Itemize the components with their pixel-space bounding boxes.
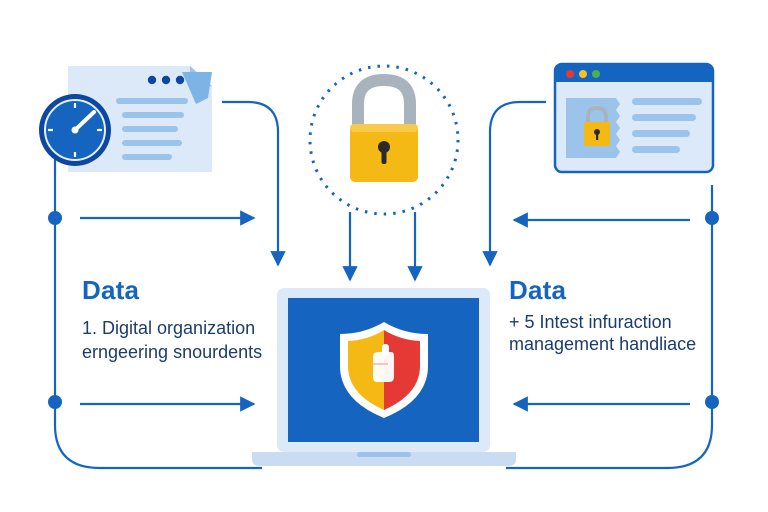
right-loop-connector [490,100,714,470]
right-panel-title: Data [509,275,567,305]
left-panel-line-2: erngeering snourdents [82,342,263,362]
right-node-top [705,211,719,225]
fist-icon [373,344,394,382]
left-node-top [48,211,62,225]
browser-window-icon [553,62,715,174]
right-node-bottom [705,395,719,409]
left-loop-connector [53,100,278,470]
right-panel-line-1: + 5 Intest infuraction [509,312,672,332]
left-panel-line-1: 1. Digital organization [82,318,256,338]
right-panel-line-2: management handliace [509,334,697,354]
shield-icon [340,322,428,418]
left-node-bottom [48,395,62,409]
left-panel-title: Data [82,275,140,305]
clock-icon [39,94,111,166]
padlock-icon [308,64,460,216]
